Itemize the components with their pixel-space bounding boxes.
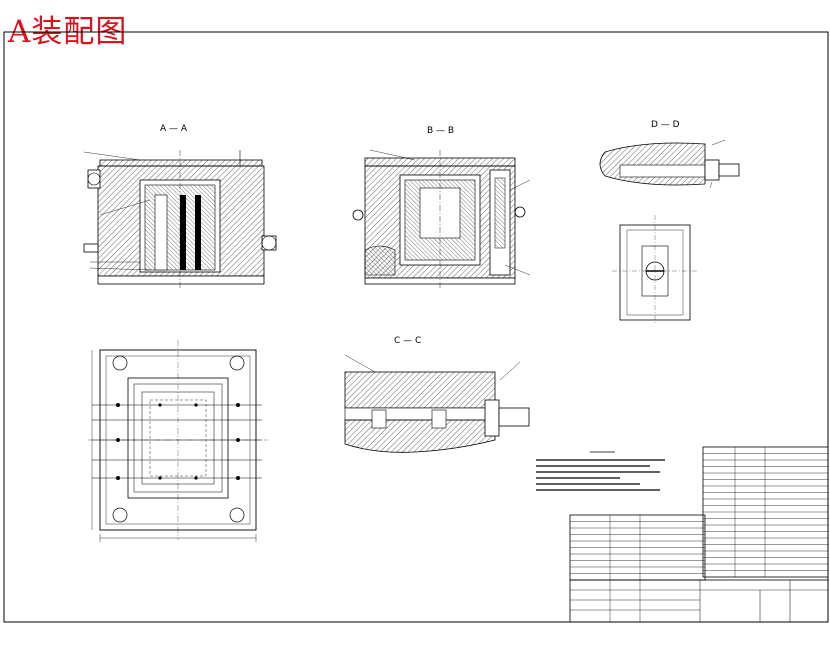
view-a-a: A — A xyxy=(83,124,277,290)
parts-list xyxy=(569,446,829,623)
technical-notes xyxy=(536,451,665,491)
view-c-c: C — C xyxy=(344,336,530,453)
plan-view xyxy=(88,340,268,542)
sheet-border xyxy=(3,31,829,623)
view-label-a-a: A — A xyxy=(160,124,188,134)
view-b-b: B — B xyxy=(352,126,531,290)
view-d-d: D — D xyxy=(599,120,740,325)
view-label-d-d: D — D xyxy=(651,120,680,130)
view-label-c-c: C — C xyxy=(394,336,421,346)
view-label-b-b: B — B xyxy=(427,126,454,136)
